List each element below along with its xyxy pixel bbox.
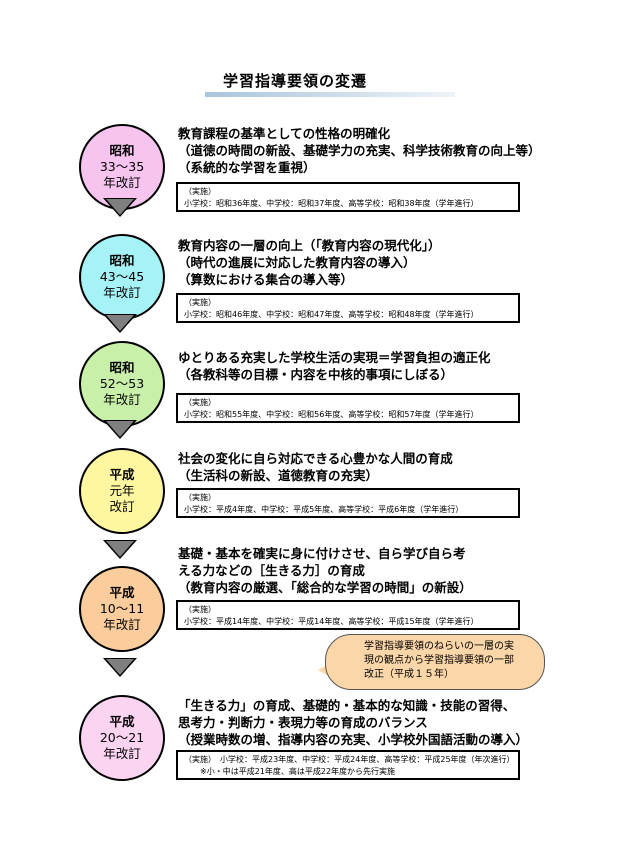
- desc-line: （算数における集合の導入等）: [178, 272, 354, 287]
- era-label-line: 平成: [109, 585, 135, 600]
- era-label-line: 52～53: [99, 376, 145, 391]
- revision-callout: 学習指導要領のねらいの一層の実 現の観点から学習指導要領の一部 改正（平成１５年…: [325, 634, 545, 690]
- desc-line: （道徳の時間の新設、基礎学力の充実、科学技術教育の向上等）: [178, 143, 541, 158]
- era-label-line: 平成: [109, 467, 135, 482]
- desc-line: （生活科の新設、道徳教育の充実）: [178, 468, 379, 483]
- desc-line: 教育内容の一層の向上（「教育内容の現代化」）: [178, 238, 441, 253]
- era-description-h10: 基礎・基本を確実に身に付けさせ、自ら学び自ら考 える力などの［生きる力］の育成 …: [178, 545, 472, 596]
- implementation-box-s43: （実施） 小学校：昭和46年度、中学校：昭和47年度、高等学校：昭和48年度（学…: [176, 293, 520, 323]
- page-title: 学習指導要領の変遷: [223, 72, 368, 90]
- callout-line: 学習指導要領のねらいの一層の実: [364, 641, 514, 652]
- era-circle-h20: 平成 20～21 年改訂: [79, 695, 165, 781]
- down-arrow: [103, 540, 137, 559]
- era-label-line: 元年: [109, 483, 135, 498]
- box-line: 小学校：昭和46年度、中学校：昭和47年度、高等学校：昭和48年度（学年進行）: [184, 310, 479, 319]
- box-line: 小学校：昭和55年度、中学校：昭和56年度、高等学校：昭和57年度（学年進行）: [184, 410, 479, 419]
- desc-line: （授業時数の増、指導内容の充実、小学校外国語活動の導入）: [178, 732, 529, 747]
- box-line: （実施）: [184, 493, 216, 502]
- era-circle-s33: 昭和 33～35 年改訂: [79, 124, 165, 210]
- box-line: 小学校：昭和36年度、中学校：昭和37年度、高等学校：昭和38年度（学年進行）: [184, 199, 479, 208]
- desc-line: える力などの［生きる力］の育成: [178, 563, 365, 578]
- implementation-box-h10: （実施） 小学校：平成14年度、中学校：平成14年度、高等学校：平成15年度（学…: [176, 600, 520, 630]
- era-circle-h10: 平成 10～11 年改訂: [79, 566, 165, 652]
- era-description-h20: 「生きる力」の育成、基礎的・基本的な知識・技能の習得、 思考力・判断力・表現力等…: [178, 697, 528, 748]
- box-line: 小学校：平成4年度、中学校：平成5年度、高等学校：平成6年度（学年進行）: [184, 505, 464, 514]
- desc-line: （時代の進展に対応した教育内容の導入）: [178, 255, 416, 270]
- desc-line: （系統的な学習を重視）: [178, 160, 316, 175]
- era-label-line: 平成: [109, 714, 135, 729]
- callout-line: 改正（平成１５年）: [364, 669, 454, 680]
- box-line: （実施）: [184, 398, 216, 407]
- down-arrow: [103, 314, 137, 333]
- desc-line: 教育課程の基準としての性格の明確化: [178, 126, 391, 141]
- era-label-line: 10～11: [99, 601, 145, 616]
- title-area: 学習指導要領の変遷: [205, 70, 455, 100]
- desc-line: 基礎・基本を確実に身に付けさせ、自ら学び自ら考: [178, 546, 466, 561]
- box-line: （実施）: [184, 187, 216, 196]
- era-label-line: 年改訂: [103, 617, 141, 632]
- era-label-line: 改訂: [109, 499, 135, 514]
- desc-line: 「生きる力」の育成、基礎的・基本的な知識・技能の習得、: [178, 698, 516, 713]
- era-label-line: 昭和: [109, 360, 135, 375]
- box-line: （実施） 小学校：平成23年度、中学校：平成24年度、高等学校：平成25年度（年…: [184, 755, 515, 764]
- callout-line: 現の観点から学習指導要領の一部: [364, 655, 514, 666]
- era-label-line: 昭和: [109, 143, 135, 158]
- era-circle-s43: 昭和 43～45 年改訂: [79, 234, 165, 320]
- box-line: 小学校：平成14年度、中学校：平成14年度、高等学校：平成15年度（学年進行）: [184, 617, 479, 626]
- era-label-line: 年改訂: [103, 175, 141, 190]
- desc-line: （各教科等の目標・内容を中核的事項にしぼる）: [178, 367, 454, 382]
- box-line: ※小・中は平成21年度、高は平成22年度から先行実施: [184, 767, 396, 776]
- desc-line: 思考力・判断力・表現力等の育成のバランス: [178, 715, 428, 730]
- desc-line: ゆとりある充実した学校生活の実現＝学習負担の適正化: [178, 350, 491, 365]
- implementation-box-s52: （実施） 小学校：昭和55年度、中学校：昭和56年度、高等学校：昭和57年度（学…: [176, 393, 520, 423]
- down-arrow: [103, 198, 137, 217]
- desc-line: （教育内容の厳選、「総合的な学習の時間」の新設）: [178, 580, 472, 595]
- era-label-line: 43～45: [99, 269, 145, 284]
- box-line: （実施）: [184, 605, 216, 614]
- era-label-line: 20～21: [99, 730, 145, 745]
- down-arrow: [103, 658, 137, 677]
- era-label-line: 33～35: [99, 159, 145, 174]
- era-description-s43: 教育内容の一層の向上（「教育内容の現代化」） （時代の進展に対応した教育内容の導…: [178, 237, 441, 288]
- implementation-box-h20: （実施） 小学校：平成23年度、中学校：平成24年度、高等学校：平成25年度（年…: [176, 750, 520, 780]
- era-circle-h1: 平成 元年 改訂: [79, 448, 165, 534]
- era-label-line: 年改訂: [103, 746, 141, 761]
- era-description-h1: 社会の変化に自ら対応できる心豊かな人間の育成 （生活科の新設、道徳教育の充実）: [178, 450, 453, 484]
- implementation-box-h1: （実施） 小学校：平成4年度、中学校：平成5年度、高等学校：平成6年度（学年進行…: [176, 488, 520, 518]
- down-arrow: [103, 420, 137, 439]
- era-description-s33: 教育課程の基準としての性格の明確化 （道徳の時間の新設、基礎学力の充実、科学技術…: [178, 125, 541, 176]
- era-description-s52: ゆとりある充実した学校生活の実現＝学習負担の適正化 （各教科等の目標・内容を中核…: [178, 349, 491, 383]
- implementation-box-s33: （実施） 小学校：昭和36年度、中学校：昭和37年度、高等学校：昭和38年度（学…: [176, 182, 520, 212]
- box-line: （実施）: [184, 298, 216, 307]
- era-label-line: 昭和: [109, 253, 135, 268]
- desc-line: 社会の変化に自ら対応できる心豊かな人間の育成: [178, 451, 453, 466]
- era-label-line: 年改訂: [103, 285, 141, 300]
- era-circle-s52: 昭和 52～53 年改訂: [79, 341, 165, 427]
- title-underline: [205, 92, 455, 97]
- era-label-line: 年改訂: [103, 392, 141, 407]
